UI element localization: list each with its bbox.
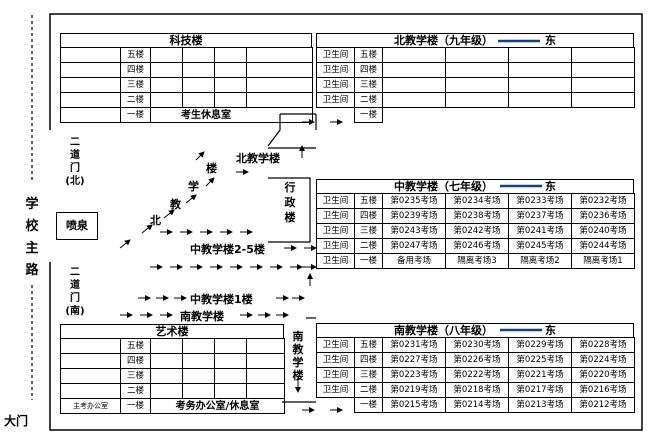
middle-building: 卫生间五楼第0235考场第0234考场第0233考场第0232考场 卫生间四楼第…	[316, 193, 635, 269]
exam-rest-room: 考生休息室	[150, 107, 313, 123]
middle-title: 中教学楼（七年级）东	[316, 179, 634, 194]
keji-building: 五楼 四楼 三楼 二楼 一楼考生休息室	[60, 47, 313, 123]
route-north-v2: 教	[170, 198, 181, 211]
route-middle1-label: 中教学楼1楼	[190, 293, 253, 306]
keji-title: 科技楼	[60, 33, 312, 48]
yishu-building: 五楼 四楼 三楼 二楼 主考办公室一楼考务办公室/休息室	[60, 338, 285, 414]
route-north-v0: 楼	[206, 162, 217, 175]
yishu-title: 艺术楼	[60, 324, 284, 339]
route-middle-label: 中教学楼2-5楼	[190, 243, 265, 256]
chief-examiner-office: 主考办公室	[60, 398, 121, 414]
north-building: 卫生间五楼 卫生间四楼 卫生间三楼 卫生间二楼 一楼	[316, 47, 635, 123]
south-building: 卫生间五楼第0231考场第0230考场第0229考场第0228考场 卫生间四楼第…	[316, 337, 635, 413]
main-road-label: 学校主路	[25, 197, 39, 278]
gate2-north-label: 二道门(北)	[65, 137, 85, 187]
fountain: 喷泉	[56, 212, 98, 240]
north-title: 北教学楼（九年级）东	[316, 33, 634, 48]
route-north-v1: 学	[188, 180, 199, 193]
main-gate-label: 大门	[4, 414, 29, 428]
route-arrows	[119, 119, 343, 413]
exam-affairs-office: 考务办公室/休息室	[150, 398, 285, 414]
south-building-label: 南教学楼	[292, 330, 304, 382]
route-north-v3: 北	[150, 214, 161, 227]
gate2-south-label: 二道门(南)	[65, 267, 85, 317]
admin-building-label: 行政楼	[284, 181, 296, 224]
route-north-label: 北教学楼	[236, 152, 280, 165]
route-south-label: 南教学楼	[180, 310, 224, 323]
south-title: 南教学楼（八年级）东	[316, 323, 634, 338]
